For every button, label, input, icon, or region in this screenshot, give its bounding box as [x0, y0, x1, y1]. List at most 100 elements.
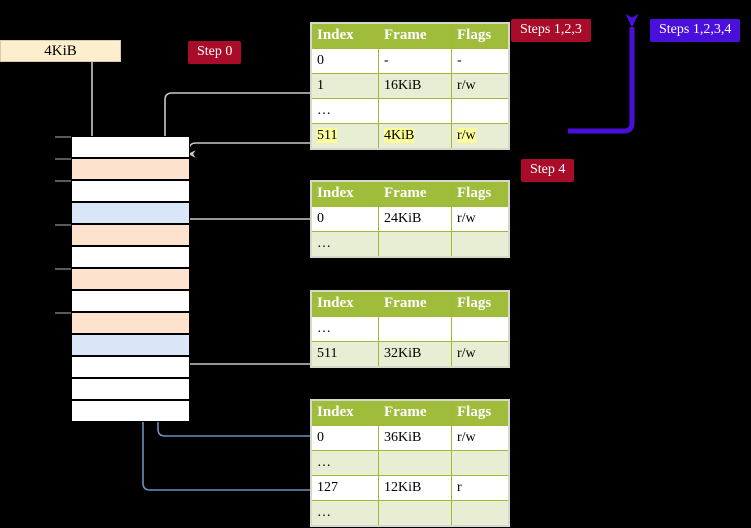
memory-row-tick [55, 224, 71, 226]
steps-123-badge: Steps 1,2,3 [511, 19, 591, 42]
frame-size-box: 4KiB [0, 40, 121, 62]
memory-row-tick [55, 136, 71, 138]
highlighted-value: 511 [317, 128, 338, 143]
table-cell [378, 231, 452, 258]
column-header: Index [310, 180, 379, 207]
column-header: Flags [451, 22, 510, 49]
table-cell: r [451, 475, 510, 501]
column-header: Frame [378, 22, 452, 49]
column-header: Index [310, 399, 379, 426]
column-header: Frame [378, 399, 452, 426]
column-header: Frame [378, 180, 452, 207]
memory-frame-row [71, 136, 190, 158]
memory-row-tick [55, 312, 71, 314]
memory-frame-row [71, 356, 190, 378]
memory-frame-row [71, 334, 190, 356]
memory-frame-row [71, 202, 190, 224]
table-cell: 24KiB [378, 206, 452, 232]
column-header: Index [310, 290, 379, 317]
table-cell: … [310, 98, 379, 124]
table-cell: r/w [451, 425, 510, 451]
table-row: … [310, 98, 510, 124]
table-cell: … [310, 500, 379, 527]
step-0-badge-label: Step 0 [197, 44, 233, 59]
table-cell [451, 450, 510, 476]
table-cell: 0 [310, 206, 379, 232]
memory-frame-row [71, 224, 190, 246]
memory-frame-row [71, 158, 190, 180]
table-cell: 511 [310, 341, 379, 368]
memory-frame-row [71, 290, 190, 312]
memory-frame-row [71, 378, 190, 400]
connector-t0-row511-to-memory [187, 142, 312, 158]
table-cell: … [310, 231, 379, 258]
table-row: … [310, 316, 510, 342]
table-cell [378, 500, 452, 527]
steps-123-badge-label: Steps 1,2,3 [520, 22, 582, 37]
table-row: … [310, 231, 510, 258]
table-row: … [310, 450, 510, 476]
memory-frame-row [71, 312, 190, 334]
steps-1234-badge-label: Steps 1,2,3,4 [659, 22, 732, 37]
memory-row-tick [55, 268, 71, 270]
memory-frame-row [71, 400, 190, 422]
table-cell: 0 [310, 48, 379, 74]
table-cell: 16KiB [378, 73, 452, 99]
table-cell: - [451, 48, 510, 74]
table-row: 511 4KiB r/w [310, 123, 510, 150]
table-cell [378, 316, 452, 342]
column-header: Frame [378, 290, 452, 317]
table-cell: r/w [451, 341, 510, 368]
memory-frame-row [71, 246, 190, 268]
table-row: 0-- [310, 48, 510, 74]
table-cell: 12KiB [378, 475, 452, 501]
steps-bracket-arrow [568, 14, 639, 134]
column-header: Flags [451, 180, 510, 207]
table-cell: r/w [451, 73, 510, 99]
table-row: … [310, 500, 510, 527]
memory-row-tick [55, 180, 71, 182]
table-cell: 4KiB [378, 123, 452, 150]
column-header: Flags [451, 290, 510, 317]
column-header: Flags [451, 399, 510, 426]
steps-1234-badge: Steps 1,2,3,4 [650, 19, 741, 42]
table-cell: 127 [310, 475, 379, 501]
frame-size-label: 4KiB [44, 43, 77, 59]
table-cell: r/w [451, 123, 510, 150]
table-cell [451, 98, 510, 124]
memory-row-tick [55, 158, 71, 160]
table-cell: 1 [310, 73, 379, 99]
table-cell: - [378, 48, 452, 74]
step-0-badge: Step 0 [188, 41, 242, 64]
table-cell [451, 500, 510, 527]
table-cell: … [310, 450, 379, 476]
column-header: Index [310, 22, 379, 49]
connector-t1-row0-to-memory [173, 218, 312, 260]
memory-frame-row [71, 268, 190, 290]
table-cell [378, 450, 452, 476]
highlighted-value: r/w [457, 128, 476, 143]
table-cell: 0 [310, 425, 379, 451]
table-cell: 36KiB [378, 425, 452, 451]
step-4-badge-label: Step 4 [530, 162, 566, 177]
memory-frame-row [71, 180, 190, 202]
highlighted-value: 4KiB [384, 128, 415, 143]
step-4-badge: Step 4 [521, 159, 575, 182]
table-cell [451, 231, 510, 258]
table-cell: 32KiB [378, 341, 452, 368]
physical-memory-column [55, 136, 190, 423]
